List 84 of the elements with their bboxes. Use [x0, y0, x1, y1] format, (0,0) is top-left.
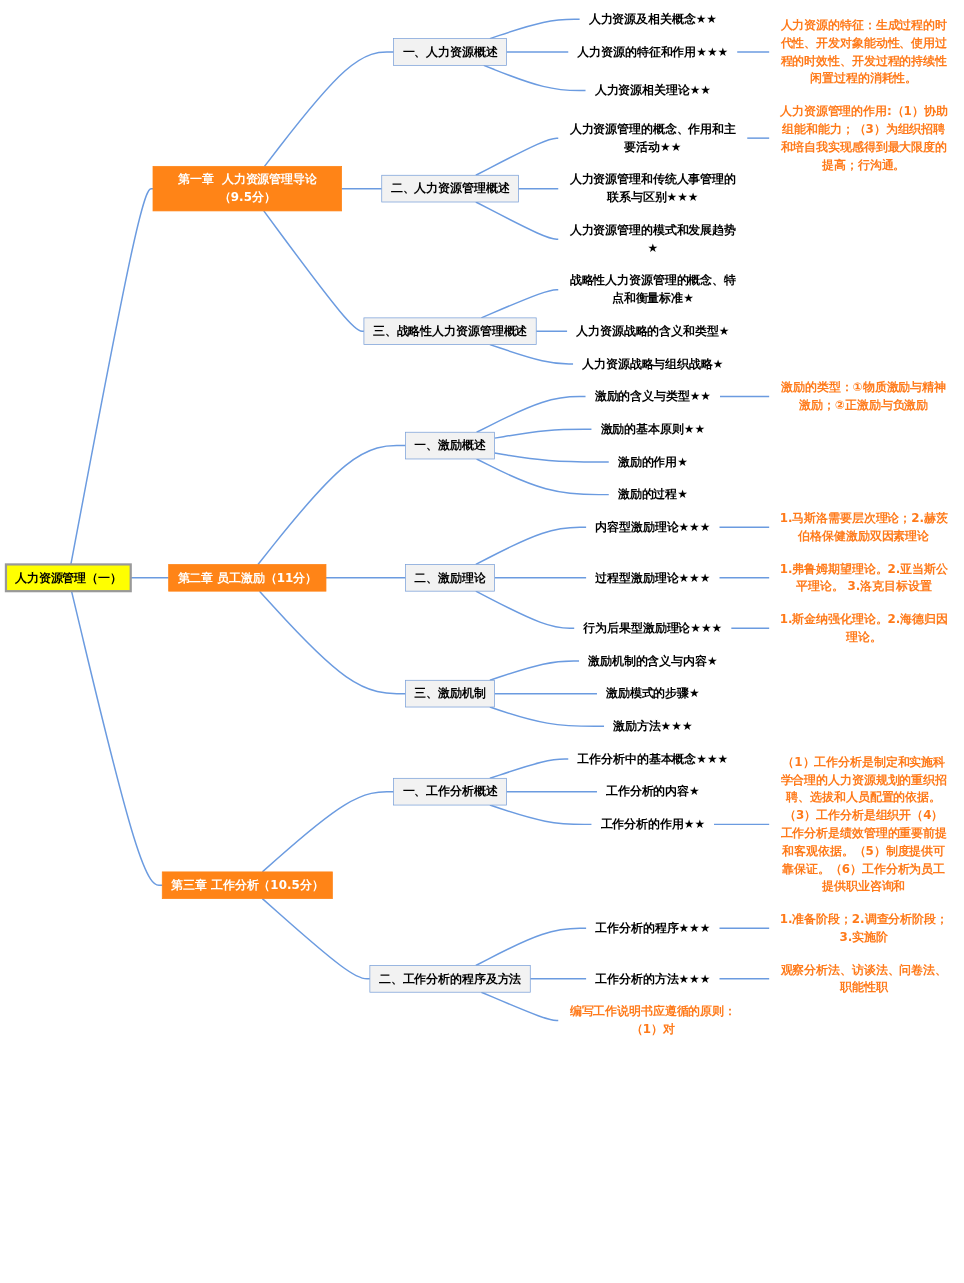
node-box: 三、战略性人力资源管理概述: [363, 317, 537, 345]
node-text: 人力资源管理的作用:（1）协助组能和能力；（3）为组织招聘和培自我实现感得到最大限度的提高；行沟通。: [779, 103, 948, 172]
node-box: 一、激励概述: [405, 431, 495, 460]
node-text: 工作分析中的基本概念★★★: [577, 751, 729, 766]
connector: [493, 428, 593, 439]
connector: [493, 692, 598, 695]
connector: [475, 137, 560, 176]
connector: [493, 452, 610, 463]
node-box: 三、激励机制: [405, 679, 495, 708]
connector: [718, 927, 771, 930]
connector: [325, 577, 407, 579]
connector: [535, 330, 569, 332]
node-box: 一、工作分析概述: [393, 777, 507, 806]
node-text: 过程型激励理论★★★: [595, 570, 711, 585]
node-text: （1）工作分析是制定和实施科学合理的人力资源规划的重织招聘、选拔和人员配置的依据。（3）工作分析是组织开（4）工作分析是绩效管理的重要前提和客观依据。（5）制度提供可靠保证。（6）工作分析为员工提供职业咨询和: [780, 754, 947, 894]
node-text: 激励方法★★★: [613, 718, 693, 734]
node-text: 人力资源战略与组织战略★: [582, 356, 724, 371]
connector: [718, 978, 771, 980]
connector: [475, 395, 587, 433]
connector: [483, 64, 587, 92]
connector: [340, 187, 383, 190]
connector: [493, 577, 588, 579]
connector: [505, 51, 570, 53]
node-box: 人力资源管理（一）: [4, 563, 132, 593]
connector: [489, 343, 574, 365]
node-text: 人力资源及相关概念★★: [588, 11, 717, 26]
node-text: 人力资源管理的模式和发展趋势★: [569, 222, 736, 255]
connector: [746, 137, 771, 139]
node-text: 人力资源相关理论★★: [594, 83, 711, 98]
node-box: 一、人力资源概述: [393, 38, 507, 66]
connector: [475, 590, 576, 630]
node-text: 1.弗鲁姆期望理论。2.亚当斯公平理论。 3.洛克目标设置: [779, 561, 948, 594]
node-text: 工作分析的作用★★: [600, 816, 706, 832]
node-text: 1.准备阶段；2.调查分析阶段；3.实施阶: [779, 912, 948, 944]
connector: [480, 991, 560, 1022]
connector: [475, 201, 560, 240]
node-text: 战略性人力资源管理的概念、特点和衡量标准★: [569, 273, 736, 306]
node-text: 工作分析的方法★★★: [595, 971, 711, 986]
node-box: 第一章 人力资源管理导论（9.5分）: [152, 166, 342, 212]
node-text: 工作分析的程序★★★: [595, 920, 711, 936]
connector: [261, 897, 371, 980]
connector: [263, 51, 395, 168]
node-text: 激励的含义与类型★★: [594, 389, 711, 404]
node-text: 激励模式的步骤★: [605, 686, 700, 701]
connector: [489, 758, 570, 780]
connector: [263, 210, 365, 332]
node-text: 人力资源的特征：生成过程的时代性、开发对象能动性、使用过程的时效性、开发过程的持续性闲置过程的消耗性。: [780, 17, 947, 86]
connector: [718, 577, 771, 579]
node-box: 第三章 工作分析（10.5分）: [161, 871, 333, 899]
node-text: 1.马斯洛需要层次理论；2.赫茨伯格保健激励双因素理论: [779, 510, 948, 543]
connector: [529, 978, 588, 980]
connector: [718, 526, 771, 529]
node-box: 二、激励理论: [405, 564, 495, 592]
node-box: 二、人力资源管理概述: [381, 174, 519, 203]
node-text: 内容型激励理论★★★: [595, 519, 711, 534]
connector: [719, 395, 771, 398]
node-text: 人力资源战略的含义和类型★: [576, 323, 730, 338]
node-text: 人力资源的特征和作用★★★: [577, 44, 729, 59]
node-text: 编写工作说明书应遵循的原则：（1）对: [569, 1004, 736, 1037]
node-text: 人力资源管理和传统人事管理的联系与区别★★★: [569, 172, 736, 205]
node-text: 激励的基本原则★★: [600, 421, 706, 436]
node-box: 第二章 员工激励（11分）: [168, 564, 327, 592]
connector: [730, 627, 771, 630]
node-text: 工作分析的内容★: [605, 784, 700, 799]
node-text: 激励的过程★: [617, 487, 688, 502]
node-box: 二、工作分析的程序及方法: [369, 965, 531, 993]
connector: [257, 444, 407, 566]
node-text: 行为后果型激励理论★★★: [583, 620, 723, 635]
connector: [736, 51, 771, 53]
connector: [713, 823, 771, 826]
node-text: 观察分析法、访谈法、问卷法、职能性职: [780, 962, 947, 995]
connector: [517, 187, 560, 190]
node-text: 激励的作用★: [617, 454, 688, 469]
connector: [505, 790, 598, 793]
connector: [258, 590, 407, 695]
node-text: 激励的类型：①物质激励与精神激励；②正激励与负激励: [781, 380, 946, 413]
node-text: 人力资源管理的概念、作用和主要活动★★: [569, 121, 736, 154]
connector: [475, 526, 588, 566]
connector: [489, 660, 580, 682]
connector: [261, 790, 395, 873]
node-text: 1.斯金纳强化理论。2.海德归因理论。: [779, 611, 948, 644]
node-text: 激励机制的含义与内容★: [588, 653, 718, 668]
connector: [475, 458, 610, 496]
connector: [475, 927, 588, 967]
